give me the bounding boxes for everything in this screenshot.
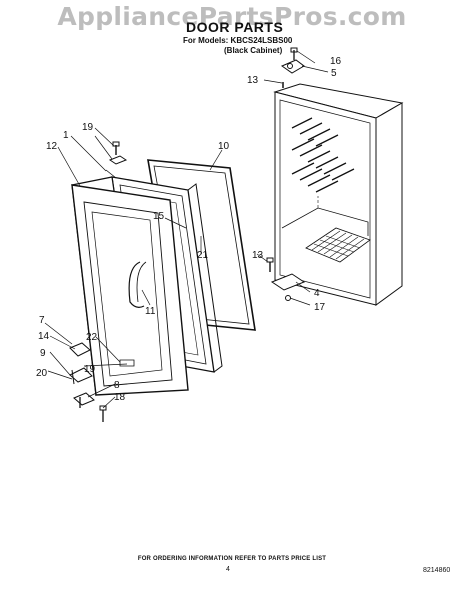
callout-13-top: 13 [247,75,259,86]
cabinet-line: (Black Cabinet) [224,46,283,55]
callout-21: 21 [197,250,209,261]
callout-20: 20 [36,368,48,379]
page-title: DOOR PARTS [186,19,284,35]
callout-18: 18 [114,392,126,403]
callout-15: 15 [153,211,165,222]
document-number: 8214860 [423,567,451,574]
watermark: AppliancePartsPros.com [57,2,407,31]
callout-9: 9 [40,348,46,359]
callout-5: 5 [331,68,337,79]
leader-lines [44,50,329,409]
callout-17: 17 [314,302,326,313]
callout-4: 4 [314,288,320,299]
callout-11: 11 [145,306,156,317]
callout-labels: 1 12 19 10 15 21 11 22 19 7 14 9 20 8 18… [36,56,342,403]
callout-1: 1 [63,130,69,141]
callout-19-top: 19 [82,122,94,133]
ordering-note: FOR ORDERING INFORMATION REFER TO PARTS … [137,556,327,562]
callout-19-bottom: 19 [84,364,96,375]
cabinet-body [273,47,404,306]
callout-16: 16 [330,56,342,67]
callout-14: 14 [38,331,50,342]
door-frame [71,169,189,397]
callout-13-bottom: 13 [252,250,264,261]
callout-22: 22 [86,332,98,343]
page-number: 4 [226,566,230,573]
callout-7: 7 [39,315,45,326]
model-line: For Models: KBCS24LSBS00 [183,36,293,45]
callout-10: 10 [218,141,230,152]
hardware-parts [69,141,306,422]
callout-8: 8 [114,380,120,391]
callout-12: 12 [46,141,58,152]
